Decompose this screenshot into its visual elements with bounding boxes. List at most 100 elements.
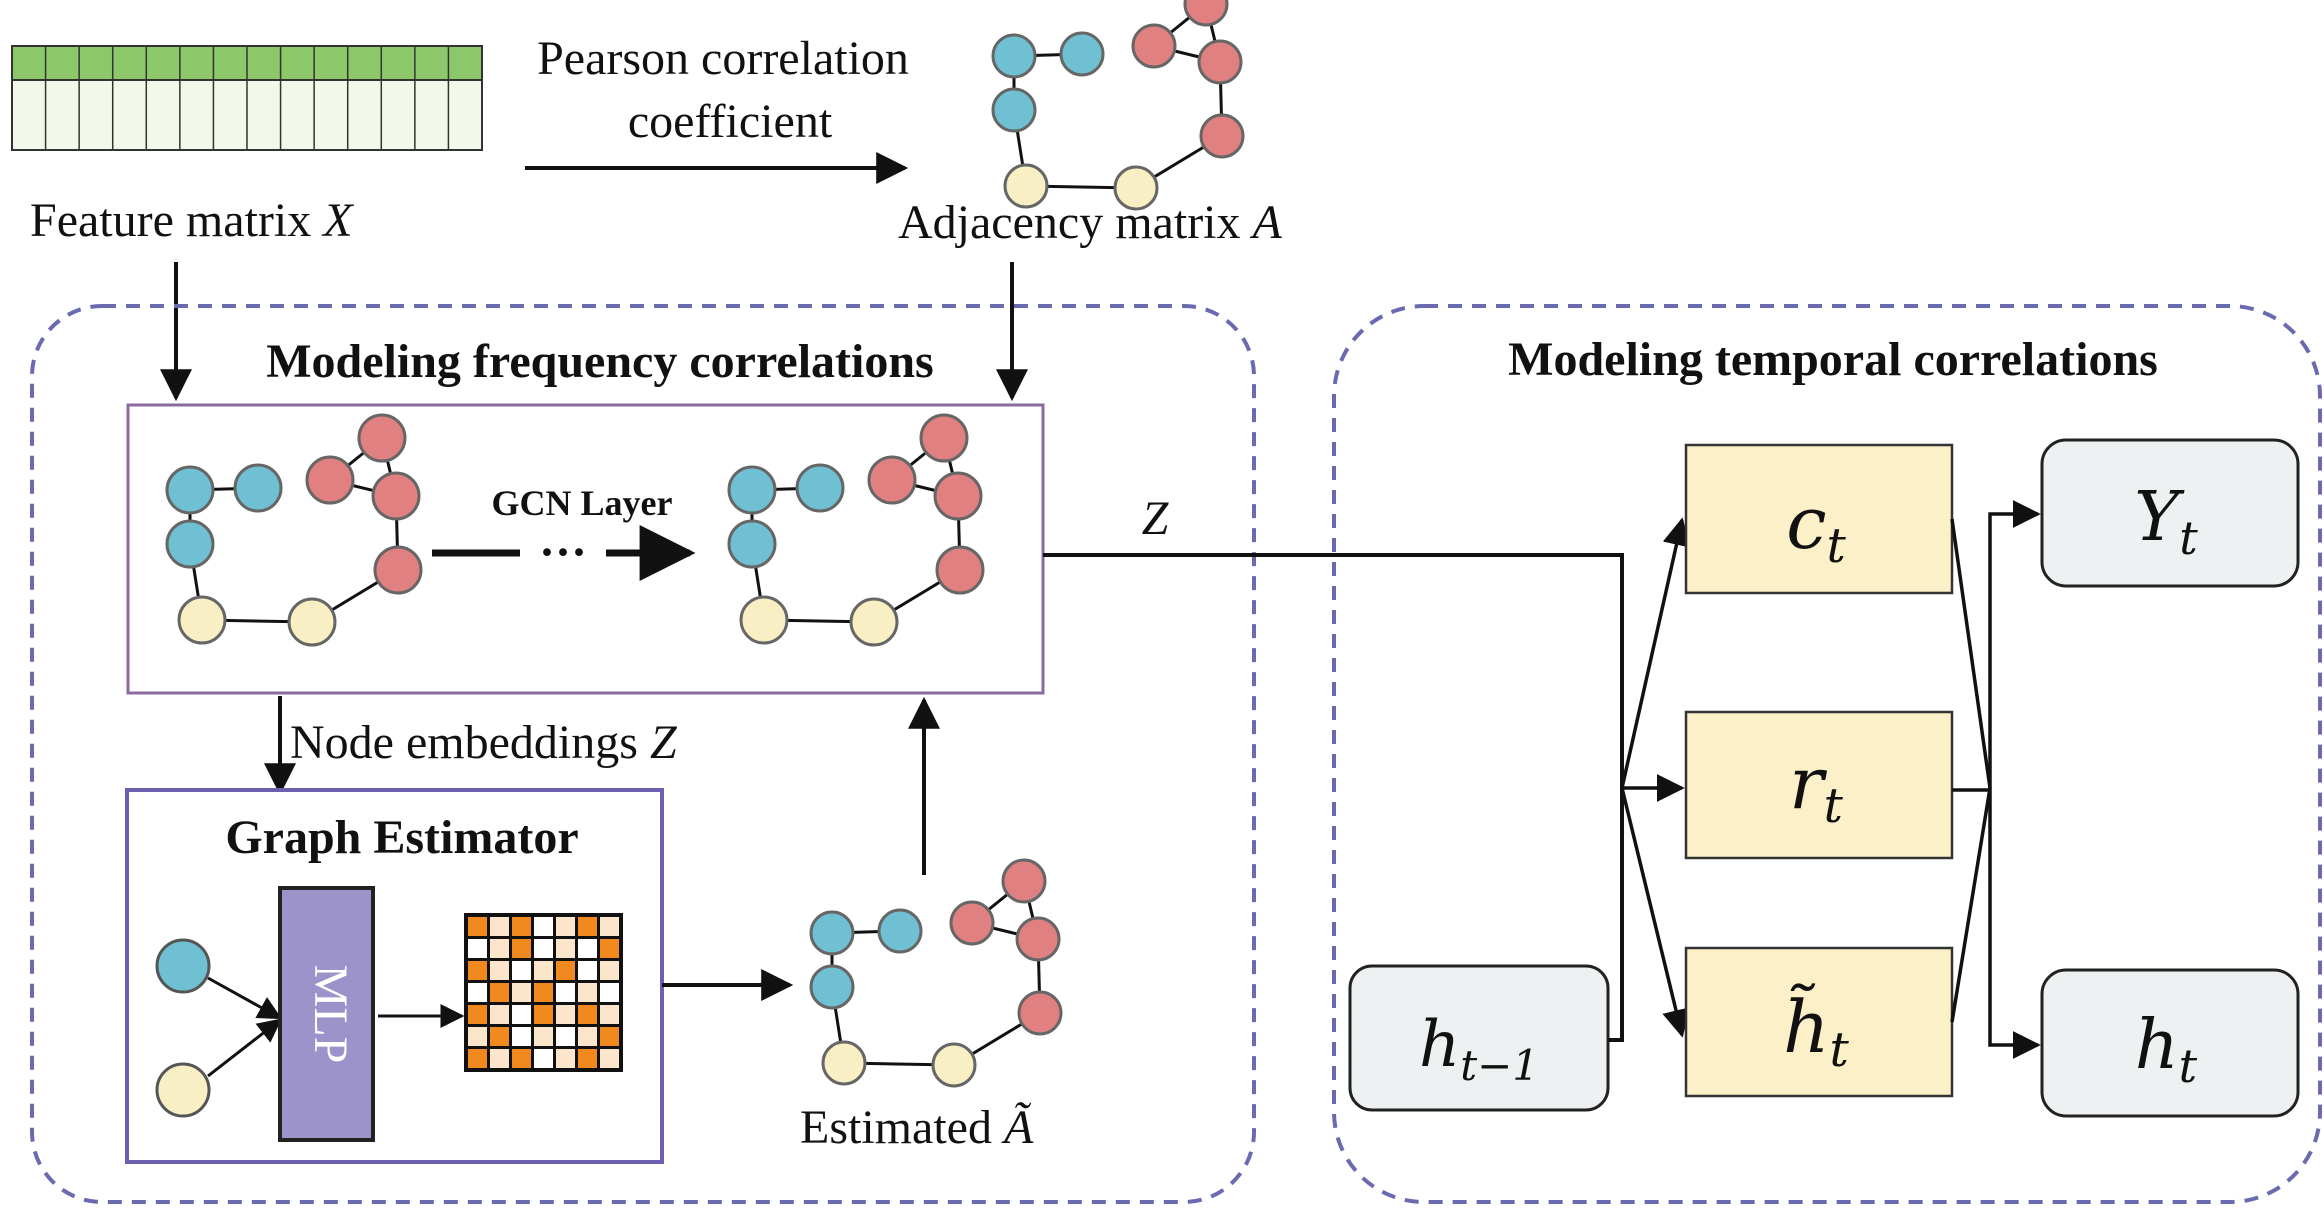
matrix-cell xyxy=(468,1027,487,1046)
matrix-cell xyxy=(512,983,531,1002)
node-embeddings-label: Node embeddings Z xyxy=(290,716,678,769)
matrix-cell xyxy=(490,1049,509,1068)
matrix-cell xyxy=(600,917,619,936)
gcn-box xyxy=(126,403,1045,695)
matrix-cell xyxy=(556,1027,575,1046)
matrix-cell xyxy=(468,917,487,936)
graph-node-red xyxy=(1197,39,1243,85)
frequency-panel-border xyxy=(30,304,1256,1204)
z-output-label: Z xyxy=(1142,492,1170,545)
matrix-cell xyxy=(534,917,553,936)
matrix-cell xyxy=(578,1027,597,1046)
input-h-prev-label: ht−1 xyxy=(1419,1008,1539,1090)
graph-estimator-title: Graph Estimator xyxy=(225,811,578,864)
z-connection-line xyxy=(1043,553,1624,788)
graph-node-blue xyxy=(727,519,777,569)
graph-node-cream xyxy=(287,597,337,647)
graph-node-blue xyxy=(165,519,215,569)
output-h-label: ht xyxy=(2135,1006,2198,1093)
adjacency-matrix-label: Adjacency matrix A xyxy=(898,196,1283,249)
estimated-matrix-grid xyxy=(464,913,623,1072)
graph-node-blue xyxy=(809,910,855,956)
h-prev-connection xyxy=(1608,788,1624,1042)
estimator-node-blue xyxy=(155,938,211,994)
matrix-cell xyxy=(512,939,531,958)
gate-h-box xyxy=(1684,946,1954,1098)
merge-to-y-arrow xyxy=(1988,500,2041,788)
matrix-cell xyxy=(600,1027,619,1046)
matrix-cell xyxy=(468,939,487,958)
graph-node-red xyxy=(1183,0,1229,27)
feature-matrix xyxy=(11,45,483,151)
graph-node-red xyxy=(935,545,985,595)
matrix-cell xyxy=(556,961,575,980)
graph-node-blue xyxy=(991,33,1037,79)
matrix-cell xyxy=(556,939,575,958)
h-to-merge-line xyxy=(1950,787,1992,1023)
adjacency-graph xyxy=(991,0,1245,211)
matrix-cell xyxy=(490,1005,509,1024)
graph-node-cream xyxy=(931,1042,977,1088)
graph-node-blue xyxy=(991,87,1037,133)
matrix-cell xyxy=(512,961,531,980)
output-y-box xyxy=(2040,438,2300,588)
graph-node-blue xyxy=(1059,31,1105,77)
graph-node-red xyxy=(949,900,995,946)
graph-node-red xyxy=(373,545,423,595)
junction-to-c-arrow xyxy=(1620,517,1691,789)
graph-node-red xyxy=(867,455,917,505)
matrix-cell xyxy=(468,961,487,980)
matrix-cell xyxy=(578,983,597,1002)
gcn-layer-label: GCN Layer xyxy=(492,483,673,523)
matrix-cell xyxy=(556,983,575,1002)
matrix-cell xyxy=(490,983,509,1002)
graph-node-cream xyxy=(1113,165,1159,211)
pearson-label-line1: Pearson correlation xyxy=(537,32,909,85)
gate-h-label: h̃t xyxy=(1783,982,1849,1078)
gcn-ellipsis: ··· xyxy=(539,526,587,579)
matrix-cell xyxy=(490,961,509,980)
graph-node-blue xyxy=(809,964,855,1010)
matrix-cell xyxy=(468,1005,487,1024)
matrix-cell xyxy=(556,1005,575,1024)
junction-to-h-arrow xyxy=(1620,787,1690,1038)
graph-node-cream xyxy=(177,595,227,645)
estimator-node-cream xyxy=(155,1062,211,1118)
mlp-label: MLP xyxy=(304,965,357,1064)
output-y-label: Yt xyxy=(2134,478,2198,565)
matrix-cell xyxy=(512,1049,531,1068)
matrix-cell xyxy=(512,1027,531,1046)
matrix-cell xyxy=(490,939,509,958)
graph-node-red xyxy=(1017,990,1063,1036)
graph-node-red xyxy=(371,471,421,521)
matrix-cell xyxy=(490,917,509,936)
matrix-cell xyxy=(600,1005,619,1024)
feature-matrix-label: Feature matrix X xyxy=(30,194,354,247)
graph-node-blue xyxy=(727,465,777,515)
matrix-cell xyxy=(578,1005,597,1024)
graph-node-blue xyxy=(877,908,923,954)
graph-node-red xyxy=(919,413,969,463)
graph-node-red xyxy=(1001,858,1047,904)
matrix-cell xyxy=(578,917,597,936)
gate-r-box xyxy=(1684,710,1954,860)
matrix-cell xyxy=(534,983,553,1002)
matrix-cell xyxy=(468,1049,487,1068)
graph-node-cream xyxy=(739,595,789,645)
c-to-merge-line xyxy=(1950,518,1992,789)
estimated-label: Estimated Ã xyxy=(800,1101,1034,1154)
matrix-cell xyxy=(534,1049,553,1068)
estimator-edge-2 xyxy=(207,1018,282,1078)
matrix-cell xyxy=(578,939,597,958)
temporal-panel-title: Modeling temporal correlations xyxy=(1508,333,2158,386)
matrix-cell xyxy=(600,1049,619,1068)
graph-node-cream xyxy=(1003,163,1049,209)
graph-node-red xyxy=(1199,113,1245,159)
output-h-box xyxy=(2040,968,2300,1118)
estimator-edge-1 xyxy=(207,976,283,1020)
matrix-cell xyxy=(534,1005,553,1024)
matrix-cell xyxy=(512,917,531,936)
estimated-graph xyxy=(809,858,1063,1088)
